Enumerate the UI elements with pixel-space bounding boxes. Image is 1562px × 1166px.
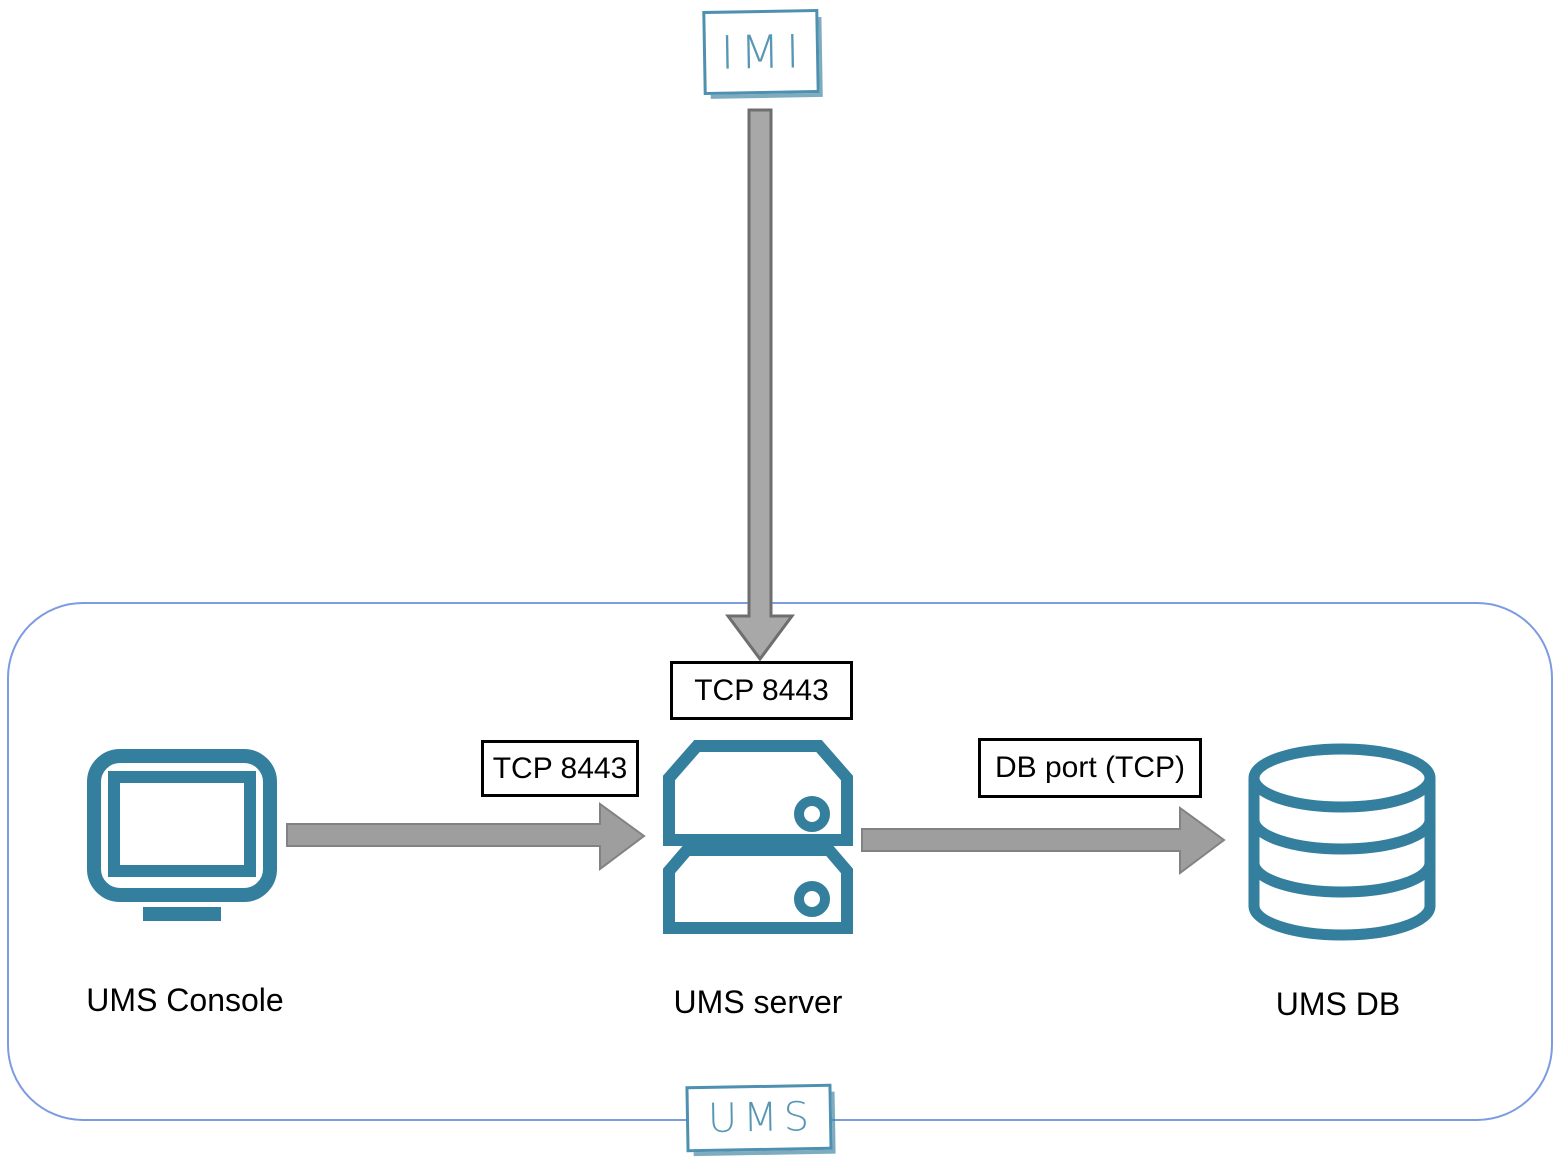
console-label: UMS Console — [86, 982, 284, 1018]
imi-label: IMI — [720, 24, 806, 80]
database-icon — [1248, 743, 1436, 941]
port-label-text: TCP 8443 — [694, 673, 829, 707]
port-label-imi-server: TCP 8443 — [670, 661, 853, 720]
monitor-icon — [87, 749, 277, 921]
port-label-text: TCP 8443 — [492, 751, 628, 785]
server-label: UMS server — [673, 984, 843, 1020]
server-icon — [663, 740, 853, 934]
arrow-server-to-db-icon — [861, 806, 1226, 875]
port-label-server-db: DB port (TCP) — [978, 738, 1202, 798]
port-label-text: DB port (TCP) — [994, 751, 1186, 784]
ums-group-node: UMS — [685, 1083, 833, 1153]
imi-node: IMI — [702, 8, 820, 96]
ums-group-label: UMS — [707, 1094, 816, 1142]
arrow-imi-to-server-icon — [725, 108, 795, 662]
port-label-console-server: TCP 8443 — [481, 740, 639, 797]
arrow-console-to-server-icon — [286, 802, 646, 871]
db-label: UMS DB — [1275, 986, 1401, 1022]
